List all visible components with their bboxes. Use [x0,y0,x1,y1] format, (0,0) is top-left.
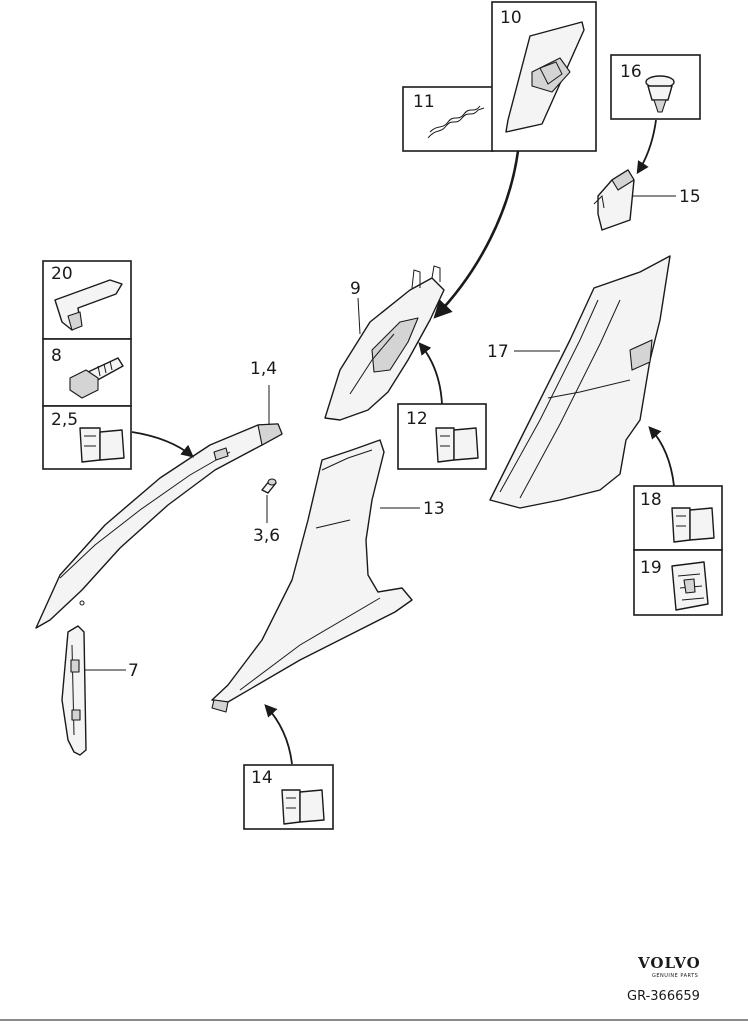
box-20-bracket[interactable]: 20 [42,260,132,340]
box-8-screw[interactable]: 8 [42,338,132,407]
label-13: 13 [423,499,445,519]
part-9-pillar-trim[interactable] [324,265,445,421]
box-16-push-clip[interactable]: 16 [610,54,701,120]
label-17: 17 [487,342,509,362]
label-14: 14 [251,768,273,788]
label-3-6: 3,6 [253,526,280,546]
arrow-16-to-15 [636,119,657,175]
box-14-clip[interactable]: 14 [243,764,334,830]
label-18: 18 [640,490,662,510]
label-9: 9 [350,279,361,299]
arrow-18-to-17 [648,426,675,487]
box-18-clip[interactable]: 18 [633,485,723,551]
box-2-5-clip[interactable]: 2,5 [42,405,132,470]
svg-text:VOLVO: VOLVO [637,954,701,972]
label-12: 12 [406,409,428,429]
part-15-bracket[interactable] [593,169,635,231]
box-19-metal-clip[interactable]: 19 [633,549,723,616]
label-16: 16 [620,62,642,82]
reference-number: GR-366659 [627,989,700,1004]
volvo-genuine-parts-logo: VOLVO GENUINE PARTS [637,954,701,979]
arrow-10-to-9 [433,150,520,319]
leader-9 [357,297,361,335]
arrow-2-5-to-1-4 [131,431,194,458]
label-19: 19 [640,558,662,578]
label-1-4: 1,4 [250,359,277,379]
label-8: 8 [51,346,62,366]
box-10-clip-panel[interactable]: 10 [491,1,597,152]
label-20: 20 [51,264,73,284]
part-3-6-plug[interactable] [261,478,277,494]
part-7-trim-strip[interactable] [61,625,87,756]
arrow-14-to-13 [264,704,293,765]
label-15: 15 [679,187,701,207]
label-7: 7 [128,661,139,681]
box-12-clip[interactable]: 12 [397,403,487,470]
label-10: 10 [500,8,522,28]
svg-text:GENUINE PARTS: GENUINE PARTS [652,973,698,979]
box-11-spring[interactable]: 11 [402,86,494,152]
arrow-12-to-9 [418,342,443,405]
label-11: 11 [413,92,435,112]
label-2-5: 2,5 [51,410,78,430]
part-1-4-a-pillar-trim[interactable] [35,423,283,629]
part-17-c-pillar-trim[interactable] [489,255,671,509]
part-13-lower-pillar-trim[interactable] [211,439,413,713]
